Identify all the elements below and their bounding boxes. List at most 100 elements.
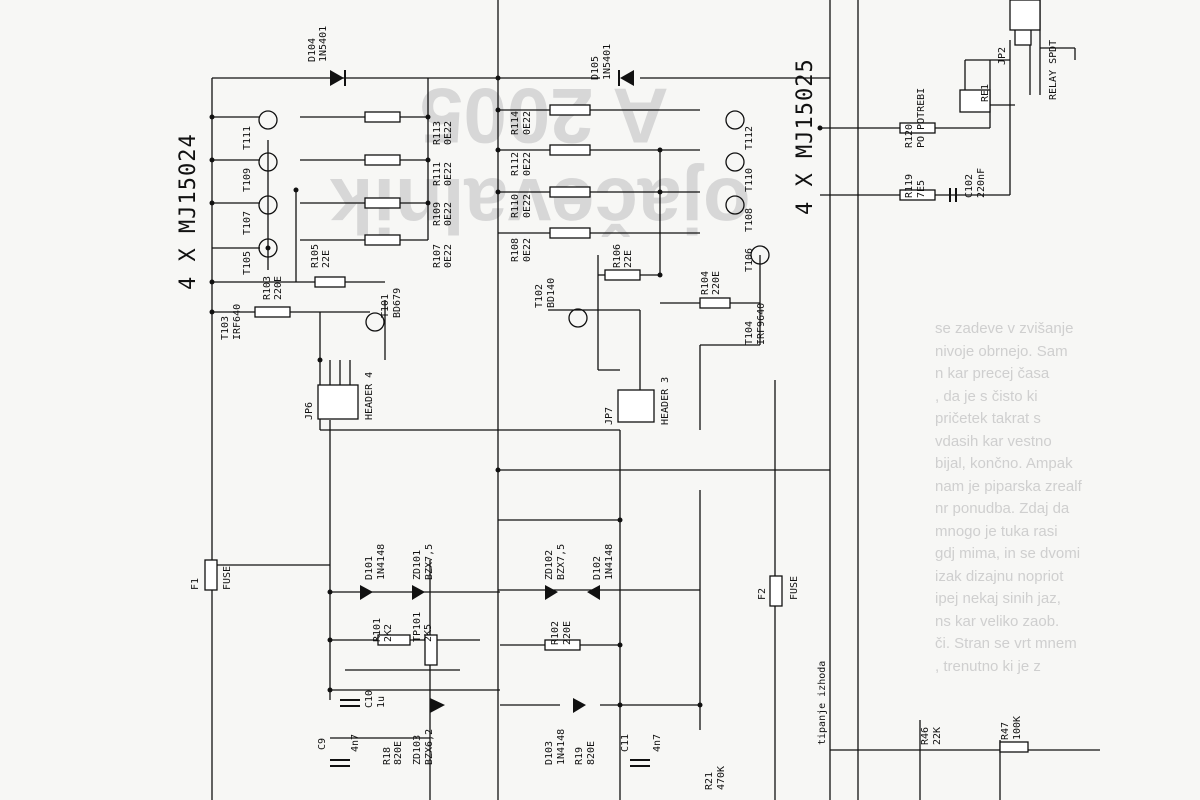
label-d102-part: 1N4148: [604, 544, 615, 580]
label-jp2: JP2: [997, 47, 1008, 65]
label-d104: D104: [307, 38, 318, 62]
label-d105-part: 1N5401: [602, 44, 613, 80]
label-f1-type: FUSE: [222, 566, 233, 590]
label-r110: R110: [510, 194, 521, 218]
label-c102-value: 220nF: [976, 168, 987, 198]
label-r18: R18: [382, 747, 393, 765]
header-connectors: [317, 0, 1041, 423]
label-r109: R109: [432, 202, 443, 226]
label-r119: R119: [904, 174, 915, 198]
label-t110: T110: [744, 168, 755, 192]
label-r113-value: 0E22: [443, 121, 454, 145]
label-d103: D103: [544, 741, 555, 765]
label-r109-value: 0E22: [443, 202, 454, 226]
label-jp6: JP6: [304, 402, 315, 420]
label-r21-value: 470K: [716, 766, 727, 790]
label-r101-value: 2K2: [383, 624, 394, 642]
label-t101: T101: [380, 294, 391, 318]
label-d101-part: 1N4148: [376, 544, 387, 580]
label-header-3: HEADER 3: [660, 377, 671, 425]
label-r106-value: 22E: [623, 250, 634, 268]
label-r114: R114: [510, 111, 521, 135]
label-r46: R46: [920, 727, 931, 745]
label-t106: T106: [744, 248, 755, 272]
label-zd101-part: BZX7,5: [424, 544, 435, 580]
label-r21: R21: [704, 772, 715, 790]
label-r101: R101: [372, 618, 383, 642]
label-t102-part: BD140: [546, 278, 557, 308]
label-c11-value: 4n7: [652, 734, 663, 752]
label-4x-mj15025: 4 X MJ15025: [793, 58, 818, 215]
label-r103: R103: [262, 276, 273, 300]
label-t108: T108: [744, 208, 755, 232]
label-re1: RE1: [980, 84, 991, 102]
label-r108-value: 0E22: [522, 238, 533, 262]
label-r107: R107: [432, 244, 443, 268]
label-t111: T111: [242, 126, 253, 150]
label-d102: D102: [592, 556, 603, 580]
label-r113: R113: [432, 121, 443, 145]
label-header-4: HEADER 4: [364, 372, 375, 420]
label-r104: R104: [700, 271, 711, 295]
label-r105: R105: [310, 244, 321, 268]
capacitor-symbols: [330, 188, 957, 767]
label-t104-part: IRF9640: [756, 303, 767, 345]
label-t103-part: IRF640: [232, 304, 243, 340]
label-c102: C102: [964, 174, 975, 198]
label-c10: C10: [364, 690, 375, 708]
label-r112: R112: [510, 152, 521, 176]
label-r106: R106: [612, 244, 623, 268]
label-jp7: JP7: [604, 407, 615, 425]
label-d101: D101: [364, 556, 375, 580]
diode-symbols: [330, 70, 634, 713]
label-r107-value: 0E22: [443, 244, 454, 268]
label-zd102: ZD102: [544, 550, 555, 580]
label-r120-value: PO POTREBI: [916, 88, 927, 148]
junction-dots: [209, 75, 823, 708]
label-r47-value: 100K: [1012, 716, 1023, 740]
label-t103: T103: [220, 316, 231, 340]
label-r119-value: 7E5: [916, 180, 927, 198]
label-t104: T104: [744, 321, 755, 345]
transistor-symbols: [258, 110, 770, 332]
label-t105: T105: [242, 251, 253, 275]
label-r120: R120: [904, 124, 915, 148]
label-c10-value: 1u: [376, 696, 387, 708]
label-tp101: TP101: [412, 612, 423, 642]
label-r104-value: 220E: [711, 271, 722, 295]
label-t109: T109: [242, 168, 253, 192]
label-relay-spdt: RELAY SPDT: [1048, 40, 1059, 100]
label-zd103-part: BZX6,2: [424, 729, 435, 765]
label-r112-value: 0E22: [522, 152, 533, 176]
label-f2-type: FUSE: [789, 576, 800, 600]
label-c9: C9: [317, 738, 328, 750]
label-f2: F2: [757, 588, 768, 600]
label-r111: R111: [432, 162, 443, 186]
label-t107: T107: [242, 211, 253, 235]
component-labels: 4 X MJ15024 4 X MJ15025 D104 1N5401 D105…: [176, 26, 1059, 790]
label-d105: D105: [590, 56, 601, 80]
label-f1: F1: [190, 578, 201, 590]
label-tp101-value: 2K5: [423, 624, 434, 642]
label-r18-value: 820E: [393, 741, 404, 765]
label-zd102-part: BZX7,5: [556, 544, 567, 580]
label-t101-part: BD679: [392, 288, 403, 318]
label-4x-mj15024: 4 X MJ15024: [176, 133, 201, 290]
label-r102: R102: [550, 621, 561, 645]
label-c9-value: 4n7: [350, 734, 361, 752]
bleed-text-right-column: se zadeve v zvišanje nivoje obrnejo. Sam…: [935, 320, 1082, 675]
label-r108: R108: [510, 238, 521, 262]
label-r19-value: 820E: [586, 741, 597, 765]
label-r114-value: 0E22: [522, 111, 533, 135]
resistor-symbols: [204, 0, 1032, 753]
label-r47: R47: [1000, 722, 1011, 740]
label-r19: R19: [574, 747, 585, 765]
label-d103-part: 1N4148: [556, 729, 567, 765]
label-r111-value: 0E22: [443, 162, 454, 186]
label-tipanje-izhoda: tipanje izhoda: [817, 661, 828, 745]
label-d104-part: 1N5401: [318, 26, 329, 62]
label-r102-value: 220E: [562, 621, 573, 645]
label-r110-value: 0E22: [522, 194, 533, 218]
